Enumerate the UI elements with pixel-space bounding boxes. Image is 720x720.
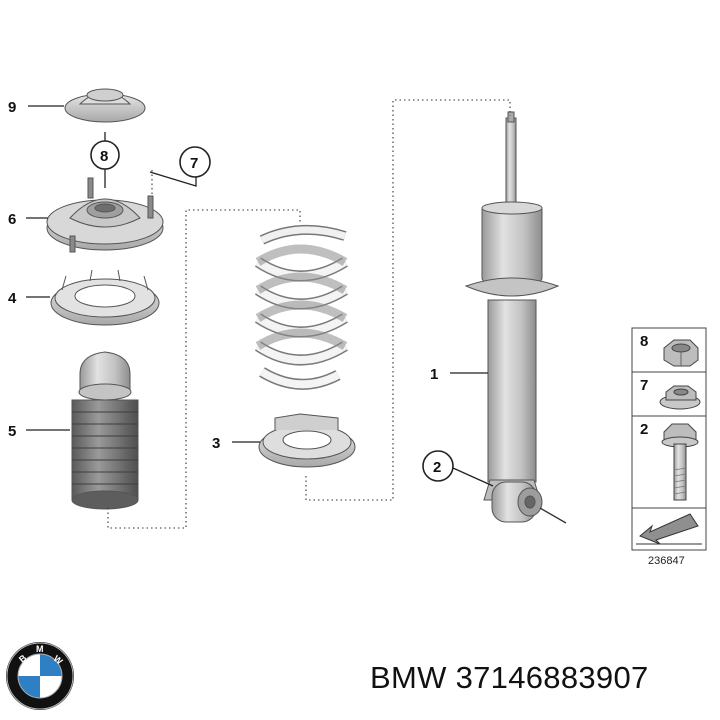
hardware-legend-panel: 8 7 2 bbox=[631, 327, 707, 551]
part-coil-spring bbox=[254, 224, 348, 390]
callout-1: 1 bbox=[430, 366, 438, 383]
svg-text:M: M bbox=[36, 644, 44, 654]
assembly-dotted-lines bbox=[107, 99, 511, 529]
part-4-upper-spring-seat bbox=[50, 269, 160, 326]
part-9-cap bbox=[64, 88, 146, 123]
part-5-boot bbox=[71, 351, 139, 510]
bmw-logo: B M W bbox=[6, 642, 74, 710]
callout-8: 8 bbox=[100, 148, 108, 165]
part-1-shock-absorber bbox=[464, 111, 567, 524]
legend-number-0: 8 bbox=[640, 333, 648, 350]
replace-arrow-icon bbox=[636, 513, 702, 545]
legend-number-1: 7 bbox=[640, 377, 648, 394]
drawing-number: 236847 bbox=[648, 555, 685, 567]
flange-nut-icon bbox=[659, 385, 701, 410]
hex-bolt-icon bbox=[661, 423, 699, 501]
callout-circle-7: 7 bbox=[179, 146, 211, 178]
footer-part-label: BMW 37146883907 bbox=[370, 660, 649, 696]
callout-9: 9 bbox=[8, 99, 16, 116]
callout-2: 2 bbox=[433, 459, 441, 476]
callout-7: 7 bbox=[190, 155, 198, 172]
part-3-lower-spring-seat bbox=[258, 413, 356, 468]
svg-text:B: B bbox=[17, 652, 29, 664]
callout-circle-8: 8 bbox=[90, 140, 120, 170]
callout-6: 6 bbox=[8, 211, 16, 228]
hex-nut-icon bbox=[663, 339, 699, 367]
callout-5: 5 bbox=[8, 423, 16, 440]
callout-circle-2: 2 bbox=[422, 450, 454, 482]
footer-brand: BMW bbox=[370, 660, 447, 695]
legend-number-2: 2 bbox=[640, 421, 648, 438]
footer-part-number: 37146883907 bbox=[455, 660, 649, 695]
leader-7 bbox=[149, 171, 197, 187]
callout-3: 3 bbox=[212, 435, 220, 452]
callout-4: 4 bbox=[8, 290, 17, 307]
part-6-top-mount bbox=[46, 177, 164, 253]
leader-2 bbox=[452, 467, 494, 487]
